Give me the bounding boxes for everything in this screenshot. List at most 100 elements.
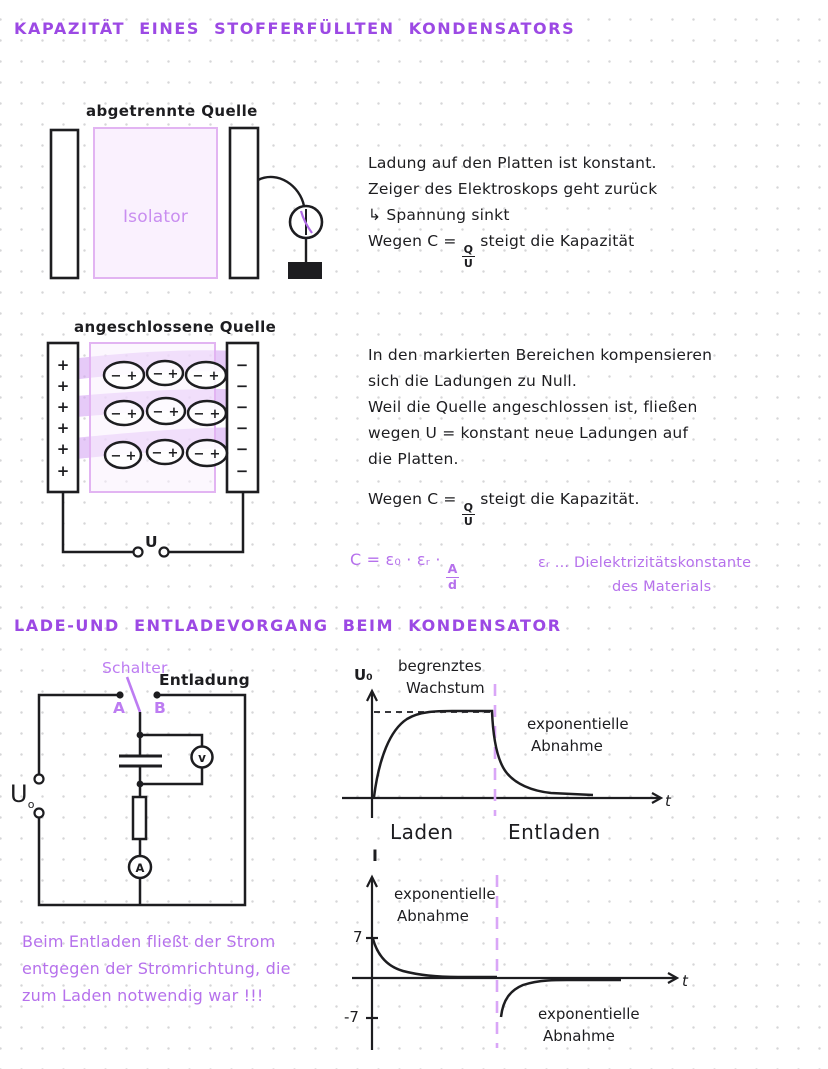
note-line: ↳ Spannung sinkt xyxy=(368,206,510,224)
graph2-annotation-decay2-1: exponentielle xyxy=(538,1005,640,1023)
svg-text:−: − xyxy=(236,377,249,395)
phase-laden-label: Laden xyxy=(390,820,454,844)
discharge-label: Entladung xyxy=(159,671,250,689)
source-voltage-label: Uo xyxy=(10,780,35,811)
formula-suffix: steigt die Kapazität. xyxy=(480,490,640,508)
graph2-xlabel: t xyxy=(682,972,688,990)
graph1-annotation-growth-2: Wachstum xyxy=(406,679,485,697)
isolator-label: Isolator xyxy=(122,207,189,227)
contact-a-dot xyxy=(116,691,124,699)
svg-text:−: − xyxy=(236,356,249,374)
terminal xyxy=(132,546,144,558)
svg-text:+: + xyxy=(57,419,70,437)
graph2-annotation-decay1-2: Abnahme xyxy=(397,907,469,925)
graph1-annotation-decay-1: exponentielle xyxy=(527,715,629,733)
rc-circuit: v A xyxy=(33,676,247,907)
current-curve-charge xyxy=(371,938,497,979)
svg-text:+: + xyxy=(57,462,70,480)
wire xyxy=(257,175,306,207)
voltage-curve xyxy=(372,709,594,798)
graph1-annotation-decay-2: Abnahme xyxy=(531,737,603,755)
svg-text:+: + xyxy=(209,369,220,384)
note-line: sich die Ladungen zu Null. xyxy=(368,372,578,390)
note-line: Weil die Quelle angeschlossen ist, fließ… xyxy=(368,398,698,416)
voltmeter-branch xyxy=(140,733,204,746)
note-line: In den markierten Bereichen kompensieren xyxy=(368,346,713,364)
notes-connected: In den markierten Bereichen kompensieren… xyxy=(368,342,712,527)
svg-text:+: + xyxy=(210,447,221,462)
contact-b-dot xyxy=(153,691,161,699)
isolator-block xyxy=(93,127,218,279)
epsilon-legend-line2: des Materials xyxy=(612,579,712,595)
svg-text:+: + xyxy=(169,405,180,420)
terminal xyxy=(158,546,170,558)
diagram-disconnected-capacitor xyxy=(49,126,324,280)
dipole-molecules: −+ −+ −+ −+ −+ −+ −+ −+ −+ xyxy=(102,359,229,470)
svg-text:−: − xyxy=(111,449,122,464)
source-wires xyxy=(61,492,245,558)
switch-label: Schalter xyxy=(102,659,168,677)
graph2-annotation-decay1-1: exponentielle xyxy=(394,885,496,903)
note-line: zum Laden notwendig war !!! xyxy=(22,986,264,1005)
source-terminal xyxy=(33,807,45,819)
ammeter-label: A xyxy=(136,861,145,875)
diagram-connected-capacitor: + + + + + + − − − − − − −+ −+ −+ xyxy=(46,341,260,558)
formula-prefix: Wegen C = xyxy=(368,490,457,508)
capacitor-plate-left xyxy=(46,341,80,494)
svg-text:+: + xyxy=(210,407,221,422)
plate-charge-signs: + + + + + + − − − − − − xyxy=(57,356,249,480)
formula-prefix: Wegen C = xyxy=(368,232,457,250)
svg-text:−: − xyxy=(193,369,204,384)
svg-text:+: + xyxy=(168,367,179,382)
svg-text:−: − xyxy=(236,398,249,416)
voltmeter-icon xyxy=(190,745,214,769)
svg-text:+: + xyxy=(126,449,137,464)
page-title-2: LADE-UND ENTLADEVORGANG BEIM KONDENSATOR xyxy=(14,616,562,635)
graph2-tick-pos: 7 xyxy=(353,928,363,946)
note-line: wegen U = konstant neue Ladungen auf xyxy=(368,424,689,442)
graph1-ylabel: U₀ xyxy=(354,666,373,684)
notes-disconnected: Ladung auf den Platten ist konstant. Zei… xyxy=(368,150,657,269)
capacitor-plate-right xyxy=(228,126,260,280)
voltmeter-label: v xyxy=(198,751,206,765)
diagram2-caption: angeschlossene Quelle xyxy=(74,318,277,336)
note-line: entgegen der Stromrichtung, die xyxy=(22,959,291,978)
graph2-annotation-decay2-2: Abnahme xyxy=(543,1027,615,1045)
discharge-warning-note: Beim Entladen fließt der Strom entgegen … xyxy=(22,928,291,1009)
electroscope-base xyxy=(288,262,322,279)
note-line: Zeiger des Elektroskops geht zurück xyxy=(368,180,658,198)
phase-entladen-label: Entladen xyxy=(508,820,601,844)
svg-text:−: − xyxy=(236,462,249,480)
svg-text:+: + xyxy=(57,377,70,395)
current-curve-discharge xyxy=(499,978,621,1018)
svg-text:−: − xyxy=(153,367,164,382)
svg-text:−: − xyxy=(236,440,249,458)
capacitor-plate-right xyxy=(225,341,260,494)
current-time-graph xyxy=(352,874,680,1050)
source-terminal xyxy=(33,773,45,785)
svg-text:−: − xyxy=(194,407,205,422)
diagram1-caption: abgetrennte Quelle xyxy=(86,102,258,120)
voltage-time-graph xyxy=(342,684,664,818)
svg-text:−: − xyxy=(236,419,249,437)
note-line: die Platten. xyxy=(368,450,459,468)
svg-text:+: + xyxy=(127,369,138,384)
resistor-symbol xyxy=(131,795,148,841)
svg-text:+: + xyxy=(57,440,70,458)
switch-arm xyxy=(125,676,142,713)
contact-a-label: A xyxy=(113,699,126,717)
contact-b-label: B xyxy=(154,699,167,717)
capacitor-symbol xyxy=(119,754,162,768)
svg-text:−: − xyxy=(152,446,163,461)
graph1-xlabel: t xyxy=(665,792,671,810)
electroscope-icon xyxy=(288,204,324,279)
graph2-ylabel: I xyxy=(372,846,378,865)
